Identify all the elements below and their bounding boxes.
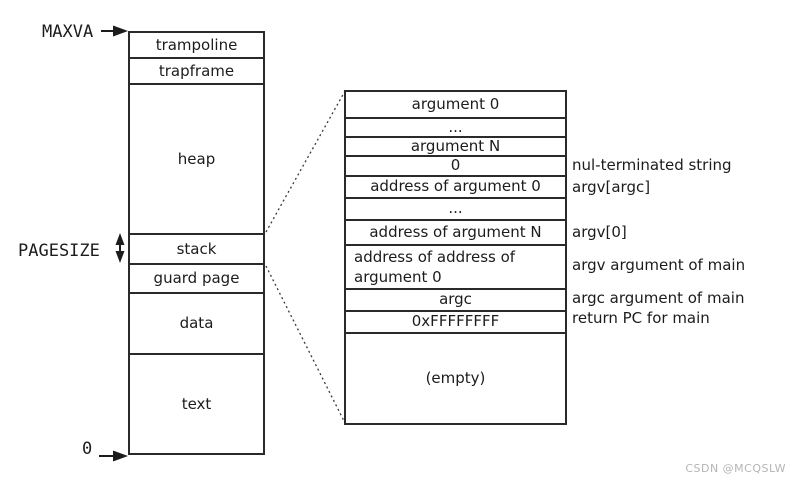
- stack-row-ellipsis-args: ...: [346, 117, 565, 136]
- segment-data: data: [130, 292, 263, 353]
- segment-stack: stack: [130, 233, 263, 263]
- stack-row-empty: (empty): [346, 332, 565, 423]
- annotation-argv-main: argv argument of main: [572, 256, 746, 274]
- annotation-return-pc: return PC for main: [572, 309, 710, 327]
- memory-layout-box: trampoline trapframe heap stack guard pa…: [128, 31, 265, 455]
- annotation-argv-argc: argv[argc]: [572, 178, 651, 196]
- stack-row-address-arg0: address of argument 0: [346, 175, 565, 197]
- stack-row-nul: 0: [346, 155, 565, 175]
- segment-guard-page: guard page: [130, 263, 263, 292]
- stack-row-address-argn: address of argument N: [346, 219, 565, 244]
- zoom-connector-bottom: [265, 265, 346, 424]
- watermark: CSDN @MCQSLW: [685, 462, 786, 475]
- annotation-argc-main: argc argument of main: [572, 289, 745, 307]
- segment-text: text: [130, 353, 263, 453]
- stack-detail-box: argument 0 ... argument N 0 address of a…: [344, 90, 567, 425]
- pagesize-label: PAGESIZE: [18, 241, 100, 261]
- zero-label: 0: [82, 439, 93, 459]
- stack-row-address-of-address: address of address of argument 0: [346, 244, 565, 288]
- stack-row-ellipsis-addrs: ...: [346, 197, 565, 219]
- maxva-label: MAXVA: [42, 22, 94, 42]
- zoom-connector-top: [265, 90, 346, 233]
- stack-row-argument-n: argument N: [346, 136, 565, 155]
- pagesize-arrow: [115, 233, 125, 263]
- annotation-argv-0: argv[0]: [572, 223, 627, 241]
- stack-row-argument-0: argument 0: [411, 94, 500, 113]
- stack-row-argc: argc: [346, 288, 565, 310]
- annotation-nul-terminated: nul-terminated string: [572, 156, 732, 174]
- maxva-arrow: [101, 25, 128, 37]
- segment-trampoline: trampoline: [155, 35, 238, 54]
- segment-heap: heap: [130, 83, 263, 233]
- zero-arrow: [99, 450, 128, 462]
- segment-trapframe: trapframe: [130, 57, 263, 83]
- stack-row-return-pc: 0xFFFFFFFF: [346, 310, 565, 332]
